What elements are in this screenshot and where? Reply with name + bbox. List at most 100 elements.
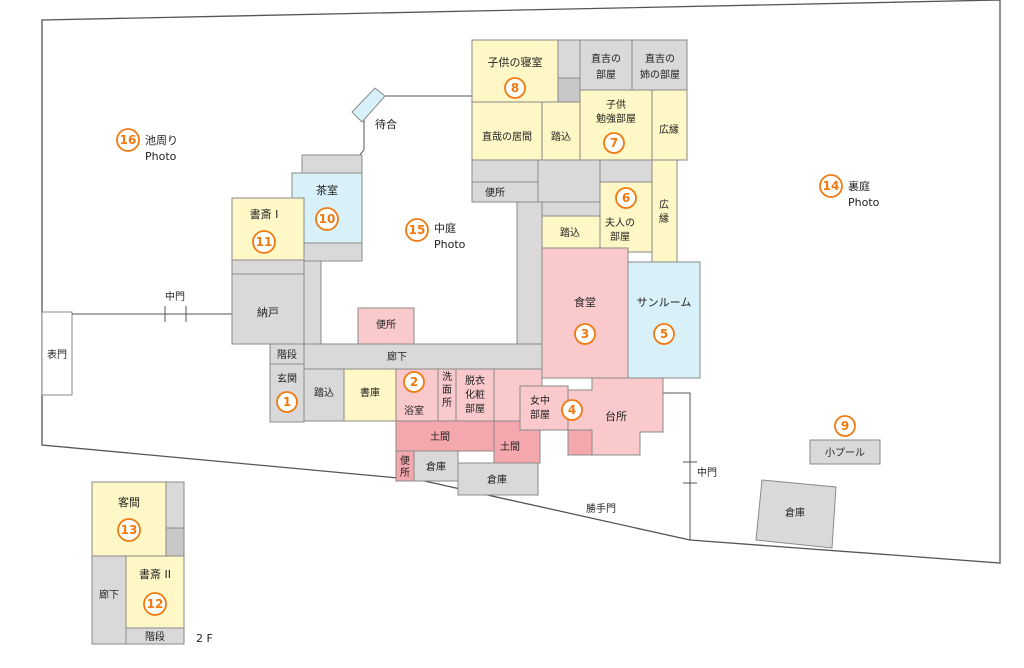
label-datsui: 化粧 bbox=[465, 388, 485, 401]
marker-7-number: 7 bbox=[610, 136, 618, 150]
room-shosai-2 bbox=[125, 555, 185, 629]
label-fujin-heya: 夫人の bbox=[605, 217, 635, 229]
label-hiroen-top: 広縁 bbox=[659, 123, 679, 136]
kitchen-nook bbox=[567, 429, 593, 456]
marker-1[interactable]: 1 bbox=[276, 391, 298, 413]
closet bbox=[557, 39, 581, 79]
room-kaidan-2f bbox=[125, 627, 185, 645]
label-sunroom: サンルーム bbox=[637, 296, 692, 309]
marker-1-number: 1 bbox=[283, 395, 291, 409]
label-kopool: 小プール bbox=[825, 447, 865, 459]
marker-4[interactable]: 4 bbox=[561, 399, 583, 421]
label-machiai: 待合 bbox=[375, 117, 397, 131]
label-naoya-kyoma: 直哉の居間 bbox=[482, 130, 532, 143]
label-ane-heya: 直吉の bbox=[645, 52, 675, 65]
marker-3[interactable]: 3 bbox=[574, 323, 596, 345]
label-nakaniwa: 中庭 bbox=[434, 221, 456, 235]
label-shosai-2: 書斎 II bbox=[139, 567, 171, 581]
label-senmen: 面 bbox=[442, 385, 452, 396]
marker-15-number: 15 bbox=[409, 223, 426, 237]
photo-link-16[interactable]: Photo bbox=[145, 150, 177, 163]
label-naokichi-heya: 直吉の bbox=[591, 52, 621, 65]
corridor bbox=[541, 201, 601, 217]
room-hiroen-right bbox=[651, 159, 678, 263]
room-roka bbox=[303, 343, 543, 370]
label-uraniwa: 裏庭 bbox=[848, 179, 870, 193]
label-kodomo-benkyo: 勉強部屋 bbox=[596, 112, 636, 125]
marker-15[interactable]: 15 bbox=[405, 218, 429, 242]
marker-13[interactable]: 13 bbox=[117, 518, 141, 542]
label-jochu: 部屋 bbox=[530, 408, 550, 421]
closet bbox=[231, 259, 305, 275]
label-ikemawari: 池周り bbox=[145, 134, 178, 147]
label-benjo: 便所 bbox=[485, 186, 505, 199]
label-nando: 納戸 bbox=[257, 306, 279, 319]
marker-14[interactable]: 14 bbox=[819, 174, 843, 198]
room-fumikomi-top bbox=[541, 101, 581, 161]
corridor bbox=[537, 159, 601, 203]
room-nando bbox=[231, 273, 305, 345]
label-roka: 廊下 bbox=[387, 350, 407, 363]
room-soko-2 bbox=[457, 462, 539, 496]
marker-12[interactable]: 12 bbox=[143, 592, 167, 616]
room-naoya-kyoma bbox=[471, 101, 543, 161]
label-soko: 倉庫 bbox=[785, 506, 805, 519]
label-katteguchi: 勝手門 bbox=[586, 502, 616, 515]
corridor bbox=[599, 159, 653, 183]
label-fumikomi: 踏込 bbox=[314, 386, 334, 399]
label-nakamon: 中門 bbox=[165, 290, 185, 303]
label-benjo: 所 bbox=[400, 467, 410, 479]
marker-2[interactable]: 2 bbox=[403, 371, 425, 393]
marker-11[interactable]: 11 bbox=[252, 230, 276, 254]
photo-link-14[interactable]: Photo bbox=[848, 196, 880, 209]
label-benjo: 便所 bbox=[376, 318, 396, 331]
label-soko: 倉庫 bbox=[426, 460, 446, 473]
closet bbox=[301, 154, 363, 174]
label-shosai-1: 書斎 I bbox=[250, 207, 279, 221]
marker-10[interactable]: 10 bbox=[315, 207, 339, 231]
label-chashitsu: 茶室 bbox=[316, 183, 338, 197]
room-naokichi-heya bbox=[579, 39, 633, 91]
label-shokudo: 食堂 bbox=[574, 295, 596, 309]
label-omotemon: 表門 bbox=[47, 348, 67, 361]
marker-3-number: 3 bbox=[581, 327, 589, 341]
label-nakamon: 中門 bbox=[697, 466, 717, 479]
marker-10-number: 10 bbox=[319, 212, 336, 226]
label-doma: 土間 bbox=[430, 430, 450, 443]
room-jochu bbox=[519, 385, 569, 431]
marker-4-number: 4 bbox=[568, 403, 576, 417]
label-soko: 倉庫 bbox=[487, 473, 507, 486]
label-senmen: 洗 bbox=[442, 371, 452, 383]
marker-2-number: 2 bbox=[410, 375, 418, 389]
room-soko-1 bbox=[413, 450, 459, 482]
marker-16-number: 16 bbox=[120, 133, 137, 147]
marker-7[interactable]: 7 bbox=[603, 132, 625, 154]
marker-16[interactable]: 16 bbox=[116, 128, 140, 152]
label-kaidan: 階段 bbox=[277, 348, 297, 361]
marker-8[interactable]: 8 bbox=[504, 77, 526, 99]
marker-12-number: 12 bbox=[147, 597, 164, 611]
label-ane-heya: 姉の部屋 bbox=[640, 68, 680, 81]
label-roka-2f: 廊下 bbox=[99, 588, 119, 601]
marker-6[interactable]: 6 bbox=[615, 187, 637, 209]
marker-14-number: 14 bbox=[823, 179, 840, 193]
marker-9[interactable]: 9 bbox=[834, 415, 856, 437]
photo-link-15[interactable]: Photo bbox=[434, 238, 466, 251]
room-shokudo bbox=[541, 247, 629, 379]
machiai-shelter bbox=[351, 87, 386, 123]
room-benjo-top bbox=[471, 181, 539, 203]
marker-13-number: 13 bbox=[121, 523, 138, 537]
marker-6-number: 6 bbox=[622, 191, 630, 205]
label-datsui: 部屋 bbox=[465, 402, 485, 415]
label-floor-2f: 2 F bbox=[196, 632, 213, 645]
omotemon-area bbox=[41, 311, 73, 396]
label-naokichi-heya: 部屋 bbox=[596, 68, 616, 81]
label-fumikomi: 踏込 bbox=[551, 130, 571, 143]
marker-5[interactable]: 5 bbox=[653, 323, 675, 345]
room-shoko bbox=[343, 368, 397, 422]
marker-11-number: 11 bbox=[256, 235, 273, 249]
label-hiroen-right: 広 bbox=[659, 198, 669, 211]
label-genkan: 玄関 bbox=[277, 372, 297, 385]
label-daidokoro: 台所 bbox=[605, 409, 627, 423]
